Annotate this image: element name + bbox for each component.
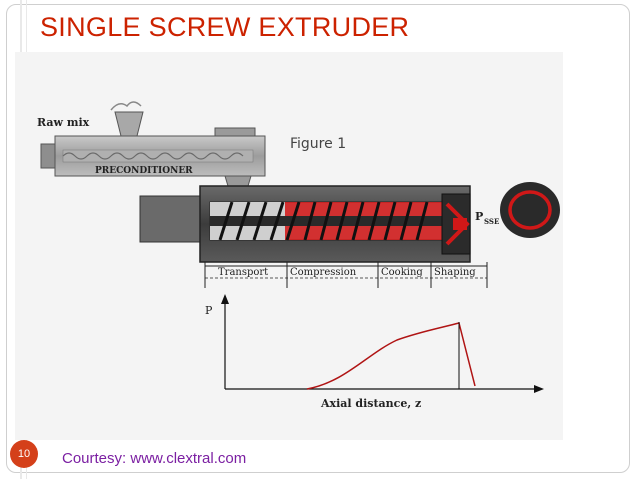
courtesy-text: Courtesy: www.clextral.com bbox=[62, 450, 247, 467]
figure-caption: Figure 1 bbox=[290, 136, 346, 152]
slide-frame bbox=[6, 4, 630, 473]
zone-cooking: Cooking bbox=[381, 267, 423, 278]
die-pressure-subscript: SSE bbox=[484, 217, 499, 226]
zone-compression: Compression bbox=[290, 267, 357, 278]
pressure-graph bbox=[221, 294, 544, 393]
graph-x-label: Axial distance, z bbox=[320, 397, 421, 410]
zone-shaping: Shaping bbox=[434, 267, 476, 278]
page-number-badge: 10 bbox=[10, 440, 38, 468]
extruder-barrel bbox=[139, 185, 471, 263]
die-pressure-label: P bbox=[475, 210, 483, 223]
zone-bracket bbox=[204, 262, 488, 288]
zone-transport: Transport bbox=[218, 267, 268, 278]
preconditioner-label: PRECONDITIONER bbox=[95, 166, 193, 176]
graph-y-label: P bbox=[205, 304, 213, 317]
extruder-figure: Raw mix PRECONDITIONER Figure 1 P SSE bbox=[15, 52, 563, 440]
pressure-curve bbox=[306, 322, 476, 390]
raw-mix-label: Raw mix bbox=[37, 116, 90, 129]
preconditioner bbox=[40, 101, 266, 197]
slide-title: SINGLE SCREW EXTRUDER bbox=[40, 12, 410, 42]
extrudate-cross-section bbox=[500, 182, 560, 238]
